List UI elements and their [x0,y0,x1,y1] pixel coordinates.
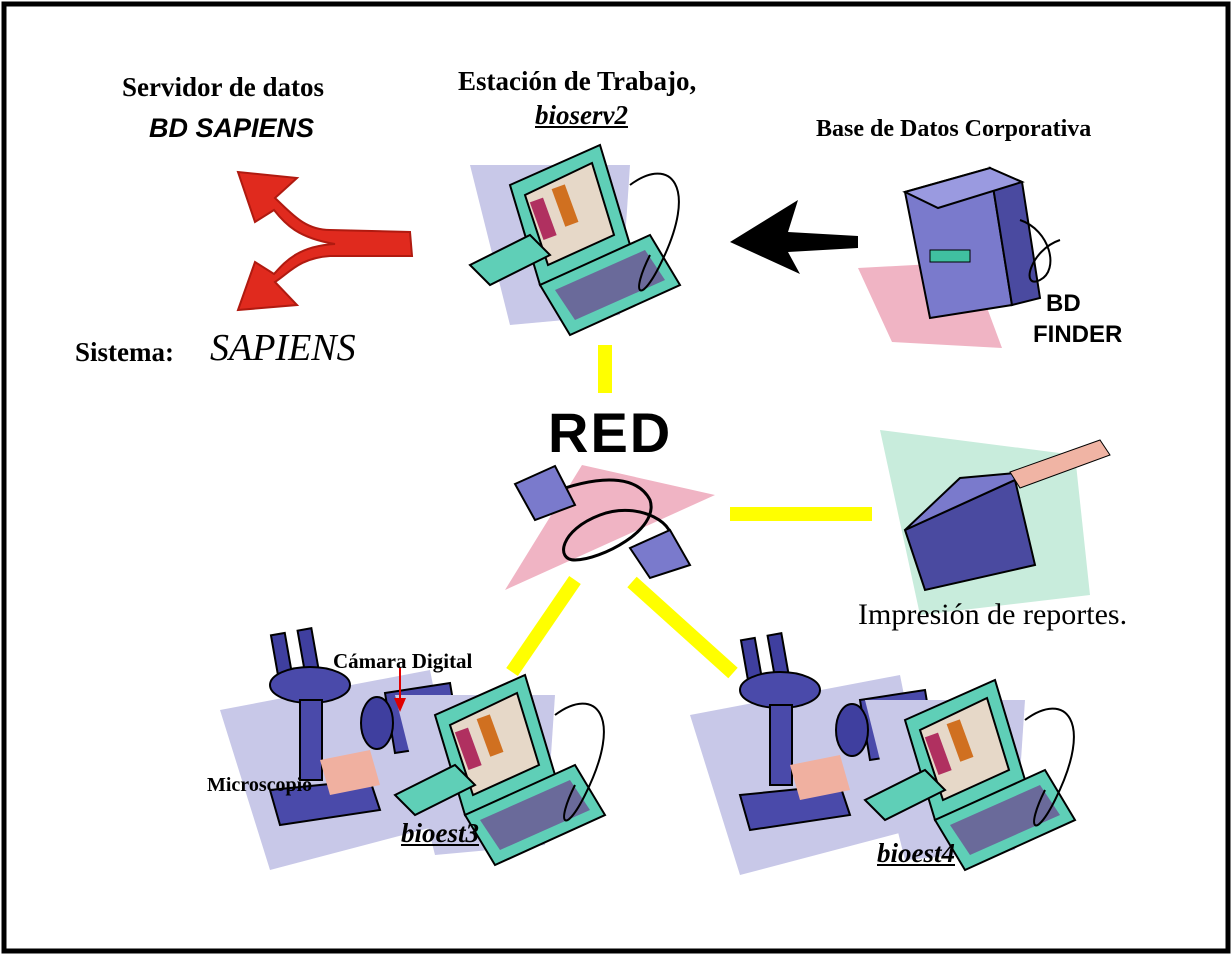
host-bioest3: bioest3 [401,818,479,848]
microscopio-label: Microscopio [207,774,313,796]
printer-icon [880,430,1111,615]
workstation-icon [469,144,681,336]
camara-label: Cámara Digital [333,649,473,673]
connector-red-bioest4 [627,576,738,679]
estacion-title: Estación de Trabajo, [458,66,697,96]
left-arrow-icon [730,200,858,274]
host-bioest4: bioest4 [877,838,955,868]
servidor-db-name: BD SAPIENS [149,113,315,143]
connector-red-printer [730,507,872,521]
red-label: RED [548,401,673,464]
server-tower-icon [858,166,1061,348]
network-cable-icon [505,464,715,590]
servidor-title: Servidor de datos [122,72,325,102]
camera-pointer-arrow [394,668,406,712]
connector-workstation-red [598,345,612,393]
base-datos-title: Base de Datos Corporativa [816,116,1092,142]
branch-arrow-icon [236,170,414,312]
impresion-label: Impresión de reportes. [858,598,1128,631]
sistema-name: SAPIENS [210,327,356,369]
connector-red-bioest3 [506,576,581,676]
bd-finder-line1: BD [1046,290,1081,317]
sistema-prefix: Sistema: [75,337,174,367]
network-connectors [506,345,872,679]
bd-finder-line2: FINDER [1033,321,1123,348]
estacion-host: bioserv2 [535,100,628,130]
